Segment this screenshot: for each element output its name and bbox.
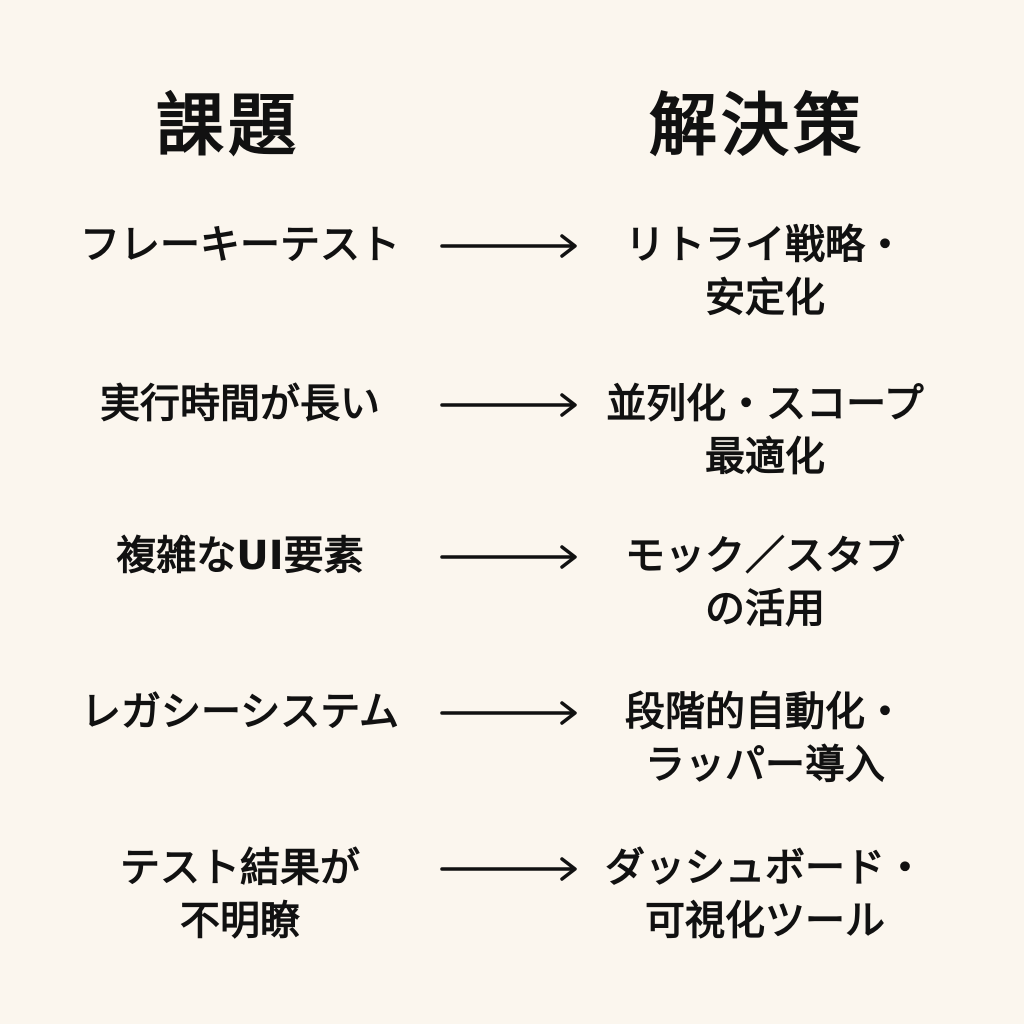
solution-text-line: 並列化・スコープ	[606, 381, 924, 427]
solution-text-line: 可視化ツール	[645, 898, 885, 944]
solution-text: リトライ戦略・安定化	[555, 219, 975, 325]
problem-text-line: レガシーシステム	[81, 689, 399, 735]
problem-text-line: フレーキーテスト	[80, 222, 400, 268]
problem-text: テスト結果が不明瞭	[30, 842, 450, 948]
solution-text: 段階的自動化・ラッパー導入	[555, 686, 975, 792]
arrow-right-icon	[440, 701, 577, 725]
arrow-right-icon	[440, 545, 577, 569]
solution-text-line: の活用	[705, 586, 825, 632]
problem-text: レガシーシステム	[30, 686, 450, 739]
arrow-right-icon	[440, 857, 577, 881]
arrow-right-icon	[440, 234, 577, 258]
solution-text-line: リトライ戦略・	[625, 222, 905, 268]
solution-text-line: 段階的自動化・	[625, 689, 905, 735]
problem-header: 課題	[155, 87, 300, 166]
solution-header: 解決策	[648, 87, 865, 166]
solution-text-line: モック／スタブ	[625, 533, 905, 579]
solution-text-line: ダッシュボード・	[605, 845, 925, 891]
problem-text: 実行時間が長い	[30, 378, 450, 431]
solution-text-line: ラッパー導入	[645, 742, 885, 788]
problem-text: フレーキーテスト	[30, 219, 450, 272]
problem-text-line: テスト結果が	[120, 845, 360, 891]
problem-text-line: 実行時間が長い	[100, 381, 380, 427]
arrow-right-icon	[440, 393, 577, 417]
solution-text: 並列化・スコープ最適化	[555, 378, 975, 484]
solution-text-line: 安定化	[705, 275, 825, 321]
solution-text-line: 最適化	[705, 434, 825, 480]
problem-text-line: 複雑なUI要素	[116, 533, 364, 579]
problem-text-line: 不明瞭	[180, 898, 300, 944]
solution-text: モック／スタブの活用	[555, 530, 975, 636]
problem-text: 複雑なUI要素	[30, 530, 450, 583]
solution-text: ダッシュボード・可視化ツール	[555, 842, 975, 948]
